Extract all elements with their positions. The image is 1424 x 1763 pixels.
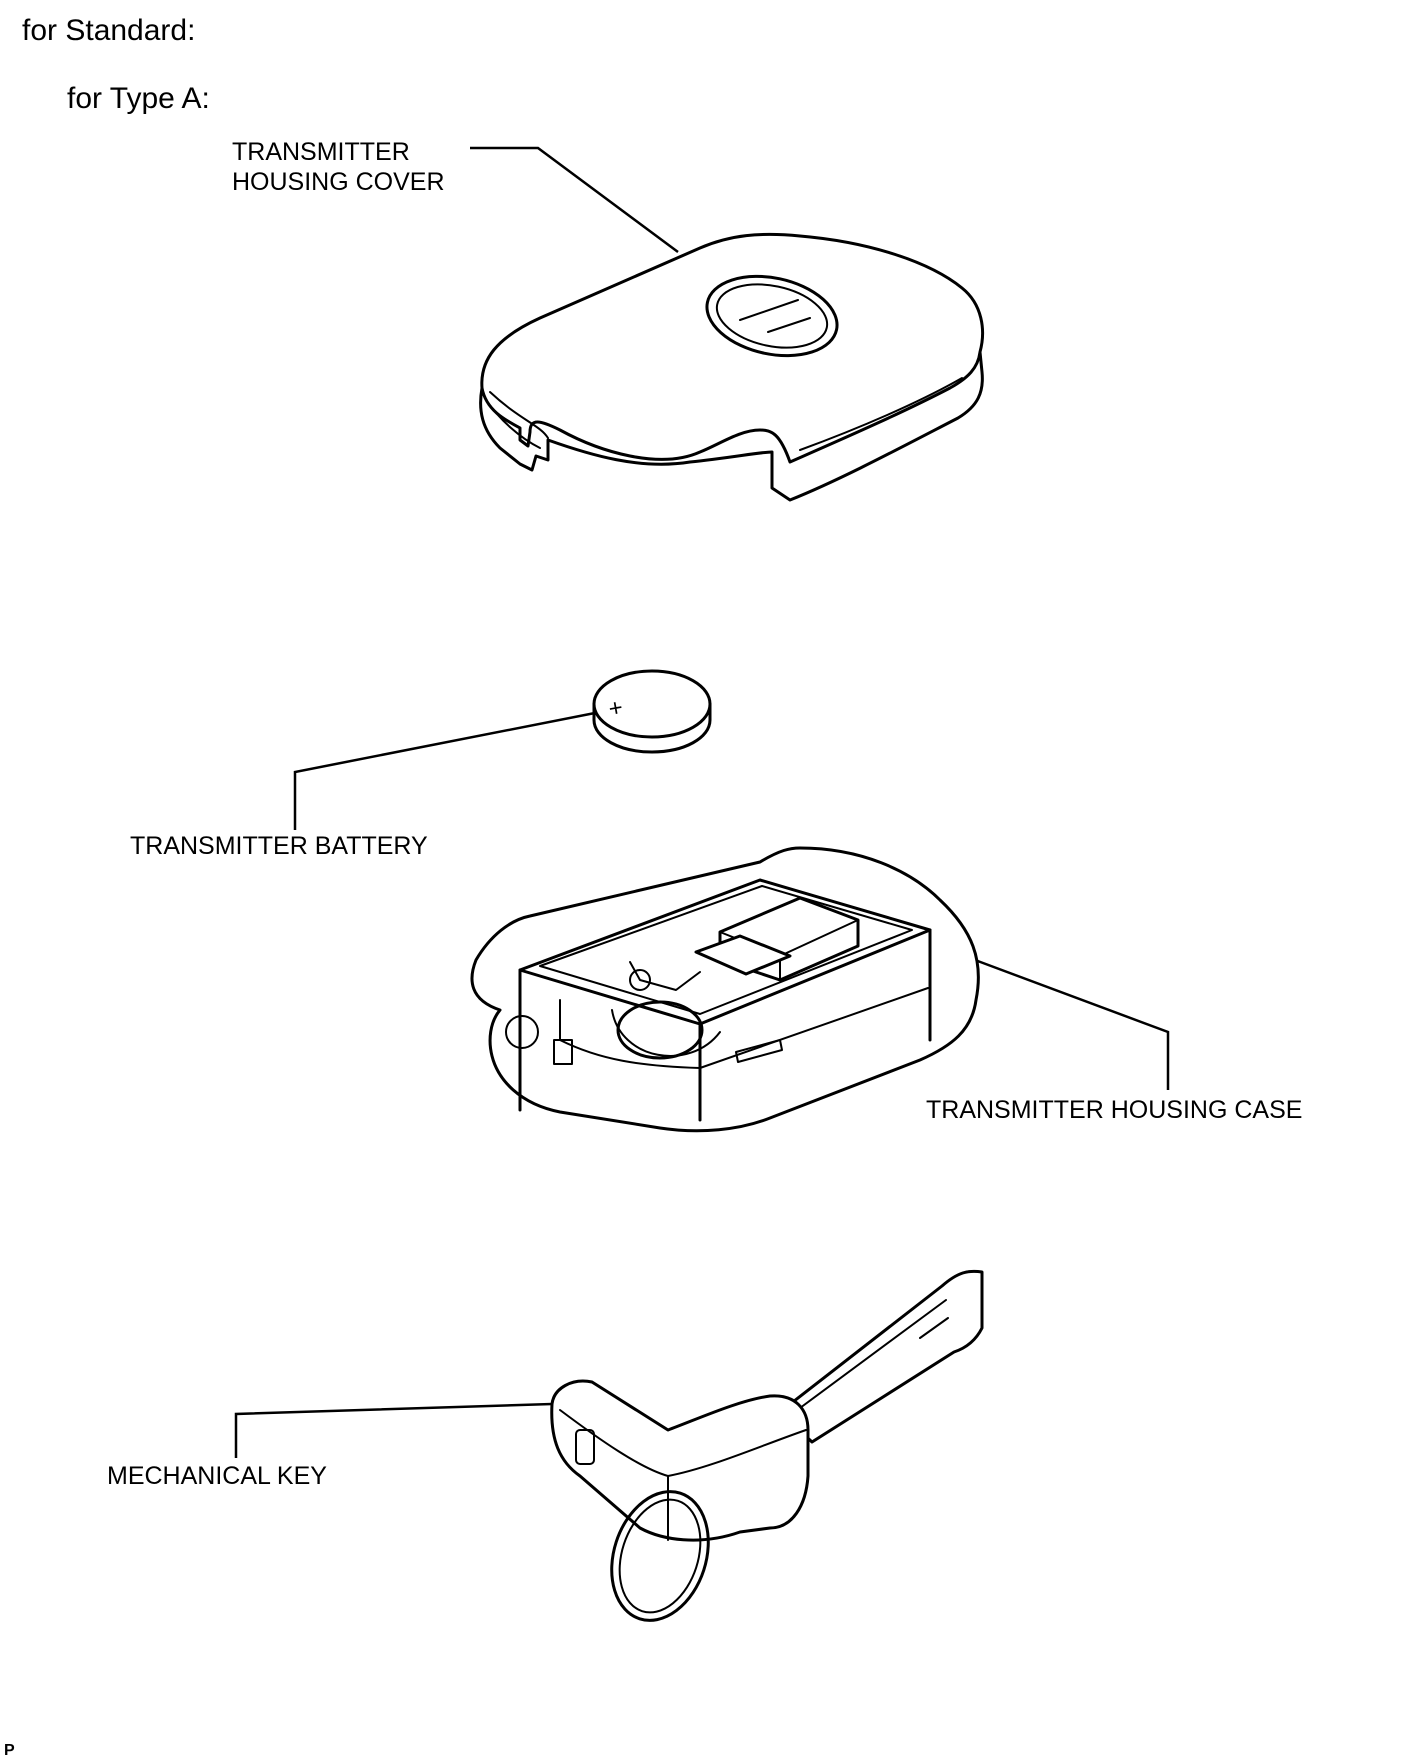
transmitter-housing-case-label: TRANSMITTER HOUSING CASE	[926, 1096, 1303, 1124]
heading-for-standard: for Standard:	[22, 14, 196, 47]
transmitter-battery-drawing: +	[592, 669, 712, 754]
transmitter-housing-cover-label: TRANSMITTER HOUSING COVER	[232, 138, 445, 197]
housing-case-leader-line	[974, 958, 1170, 1090]
figure-id: P	[4, 1742, 15, 1759]
battery-leader-line	[293, 710, 601, 830]
transmitter-housing-case-drawing	[470, 846, 980, 1133]
transmitter-housing-cover-drawing	[479, 232, 984, 502]
transmitter-battery-label: TRANSMITTER BATTERY	[130, 832, 428, 860]
housing-cover-label-line-1: TRANSMITTER	[232, 138, 410, 166]
battery-plus-symbol: +	[606, 694, 624, 723]
mechanical-key-drawing	[550, 1269, 984, 1622]
heading-for-type-a: for Type A:	[67, 82, 210, 115]
housing-cover-leader-line	[470, 146, 679, 254]
mechanical-key-leader-line	[234, 1402, 553, 1458]
mechanical-key-label: MECHANICAL KEY	[107, 1462, 327, 1490]
housing-cover-label-line-2: HOUSING COVER	[232, 167, 445, 196]
